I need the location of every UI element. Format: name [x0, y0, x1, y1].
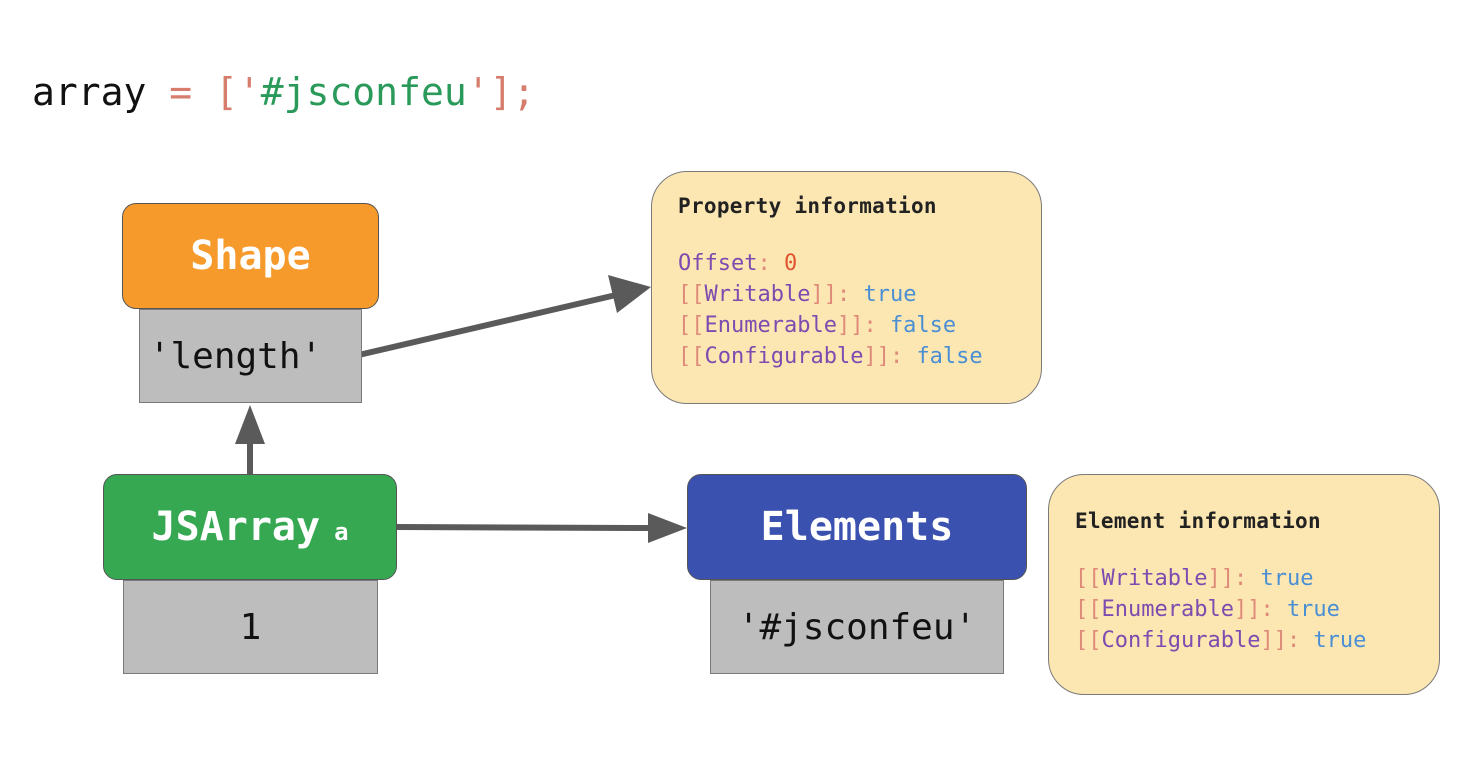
- element-information-box: Element information [[Writable]]: true […: [1048, 474, 1440, 695]
- element-enumerable-value: true: [1286, 597, 1340, 622]
- offset-label: Offset: [678, 251, 758, 276]
- element-enumerable-label: Enumerable: [1101, 597, 1234, 622]
- shape-key: 'length': [148, 335, 323, 377]
- element-info-title: Element information: [1075, 509, 1321, 533]
- property-configurable-row: [[Configurable]]: false: [678, 344, 983, 369]
- property-info-title: Property information: [678, 194, 937, 218]
- writable-label: Writable: [704, 282, 811, 307]
- jsarray-value: 1: [239, 606, 262, 648]
- configurable-value: false: [916, 344, 983, 369]
- elements-header: Elements: [687, 474, 1027, 580]
- enumerable-value: false: [889, 313, 957, 338]
- element-writable-label: Writable: [1101, 566, 1208, 591]
- arrowhead-elements: [648, 513, 687, 543]
- code-string: #jsconfeu: [260, 70, 467, 114]
- shape-length-cell: 'length': [139, 309, 362, 403]
- enumerable-label: Enumerable: [704, 313, 837, 338]
- element-configurable-row: [[Configurable]]: true: [1075, 628, 1367, 653]
- property-enumerable-row: [[Enumerable]]: false: [678, 313, 957, 338]
- arrowhead-shape: [235, 405, 265, 444]
- code-variable: array: [32, 70, 147, 114]
- property-information-box: Property information Offset: 0 [[Writabl…: [651, 171, 1042, 404]
- code-equals: =: [146, 70, 216, 114]
- property-writable-row: [[Writable]]: true: [678, 282, 917, 307]
- code-line: array = ['#jsconfeu'];: [32, 66, 535, 118]
- elements-cell: '#jsconfeu': [710, 580, 1004, 674]
- jsarray-length-cell: 1: [123, 580, 378, 674]
- arrowhead-property-info: [608, 275, 651, 313]
- element-enumerable-row: [[Enumerable]]: true: [1075, 597, 1340, 622]
- shape-title: Shape: [190, 233, 311, 279]
- elements-value: '#jsconfeu': [737, 606, 977, 648]
- arrow-length-to-property-info: [345, 292, 617, 361]
- arrow-jsarray-to-elements: [396, 524, 651, 531]
- shape-header: Shape: [122, 203, 379, 309]
- element-writable-row: [[Writable]]: true: [1075, 566, 1314, 591]
- element-configurable-value: true: [1313, 628, 1367, 653]
- element-writable-value: true: [1260, 566, 1314, 591]
- code-open-bracket: [': [215, 70, 261, 114]
- property-offset-row: Offset: 0: [678, 251, 798, 276]
- configurable-label: Configurable: [704, 344, 864, 369]
- jsarray-title: JSArray: [151, 504, 321, 550]
- jsarray-name: a: [334, 518, 349, 546]
- element-configurable-label: Configurable: [1101, 628, 1261, 653]
- offset-value: 0: [783, 251, 798, 276]
- writable-value: true: [863, 282, 917, 307]
- jsarray-header: JSArray a: [103, 474, 397, 580]
- code-close-bracket: '];: [466, 70, 536, 114]
- elements-title: Elements: [760, 504, 954, 550]
